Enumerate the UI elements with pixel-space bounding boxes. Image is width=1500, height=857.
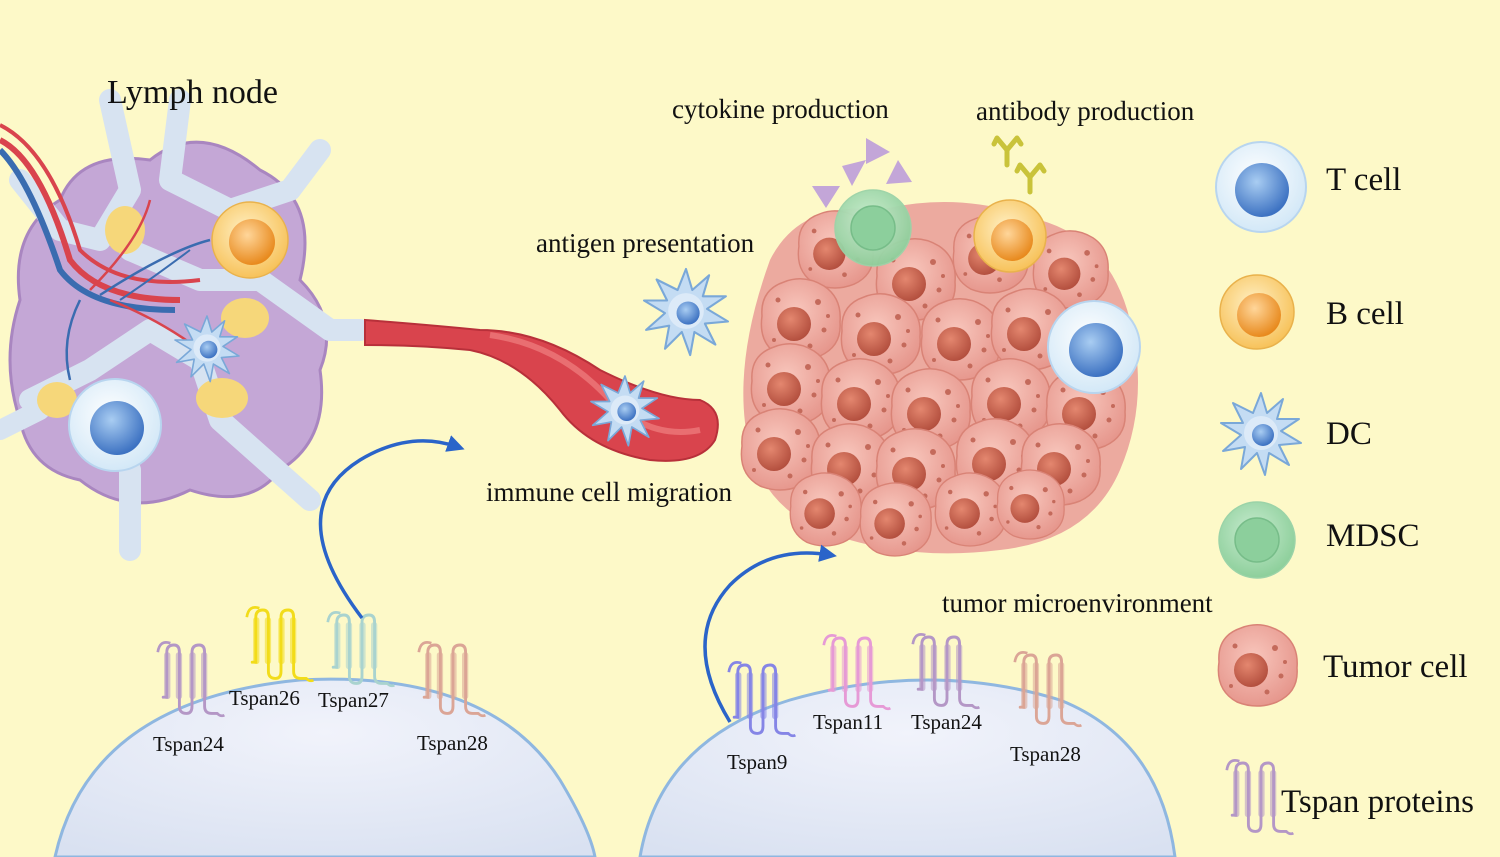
arrow-right <box>703 544 837 723</box>
label-cytokine-production: cytokine production <box>672 94 889 124</box>
legend-mdsc-icon <box>1218 501 1296 579</box>
legend-t-cell-icon <box>1215 141 1307 233</box>
label-protein-tspan26: Tspan26 <box>229 686 300 710</box>
protein-tspan27 <box>326 610 396 688</box>
label-tumor-microenvironment: tumor microenvironment <box>942 588 1213 618</box>
antibodies <box>991 135 1047 195</box>
label-lymph-node: Lymph node <box>107 74 278 111</box>
lymph-node <box>0 89 371 561</box>
protein-tspan26 <box>245 605 315 683</box>
label-protein-tspan24-right: Tspan24 <box>911 710 982 734</box>
blood-vessel <box>364 318 719 462</box>
label-protein-tspan9: Tspan9 <box>727 750 788 774</box>
legend-tspan-proteins-label: Tspan proteins <box>1281 784 1474 820</box>
legend-dc-label: DC <box>1326 416 1372 452</box>
legend-tumor-cell-icon <box>1217 624 1298 707</box>
label-antigen-presentation: antigen presentation <box>536 228 755 258</box>
legend-dc-icon <box>1220 392 1302 476</box>
label-protein-tspan28-right: Tspan28 <box>1010 742 1081 766</box>
label-protein-tspan27: Tspan27 <box>318 688 389 712</box>
legend-mdsc-label: MDSC <box>1326 518 1420 554</box>
tumor-mass <box>740 189 1141 557</box>
legend-t-cell-label: T cell <box>1326 162 1402 198</box>
label-protein-tspan11: Tspan11 <box>813 710 884 734</box>
legend-b-cell-label: B cell <box>1326 296 1404 332</box>
left-cell-membrane <box>53 677 597 857</box>
dc-free <box>642 267 730 357</box>
arrow-left <box>318 435 465 620</box>
label-antibody-production: antibody production <box>976 96 1195 126</box>
legend-tumor-cell-label: Tumor cell <box>1323 649 1468 685</box>
label-protein-tspan24-left: Tspan24 <box>153 732 224 756</box>
label-immune-cell-migration: immune cell migration <box>486 477 732 507</box>
cytokines <box>812 138 912 208</box>
label-protein-tspan28-left: Tspan28 <box>417 731 488 755</box>
legend-b-cell-icon <box>1219 274 1295 350</box>
